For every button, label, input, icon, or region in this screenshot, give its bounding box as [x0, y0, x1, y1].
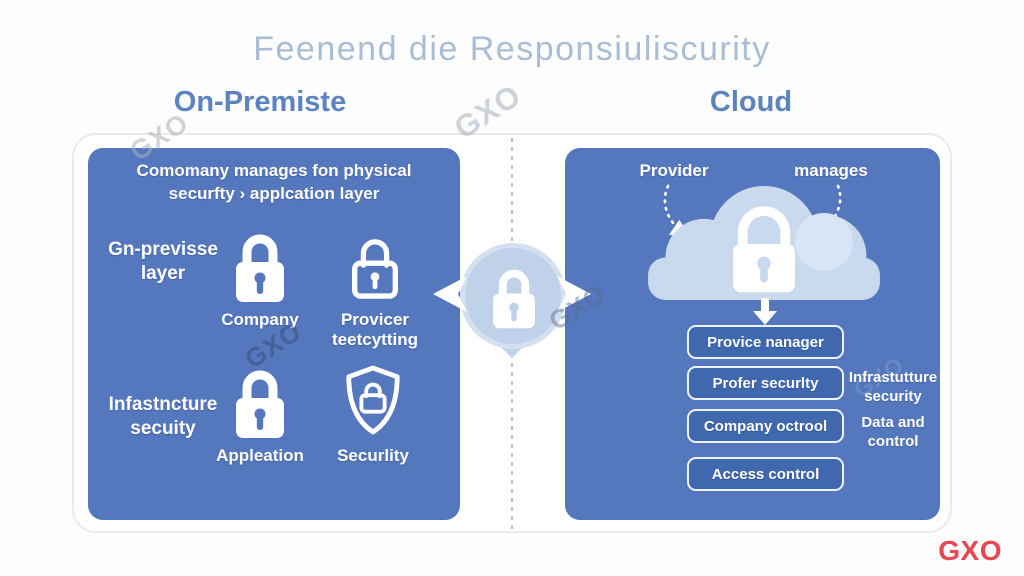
company-lock-icon [228, 228, 292, 309]
provider-label: Provider [639, 161, 709, 180]
infrastructure-security-label-left: Infastncture secuity [108, 394, 218, 439]
column-header-on-premise: On-Premiste [173, 86, 347, 118]
provider-encryption-lock-icon [346, 234, 404, 307]
company-label: Company [221, 310, 299, 329]
gxo-logo: GXO [938, 535, 1002, 566]
on-premise-layer-label: Gn-previsse layer [108, 239, 218, 284]
left-arrow-icon [433, 276, 467, 317]
provider-manager-button[interactable]: Provice nanager [687, 325, 844, 359]
infrastructure-security-label-right: Infrastutture security [848, 369, 938, 405]
security-shield-icon [342, 364, 404, 441]
access-control-button[interactable]: Access control [687, 457, 844, 491]
provider-security-button[interactable]: Profer securlty [687, 366, 844, 400]
provider-encryption-label: Provicer teetcytting [332, 310, 418, 349]
application-lock-icon [228, 364, 292, 445]
on-premise-caption-line1: Comomany manages fon physical [136, 161, 412, 180]
application-label: Appleation [216, 446, 304, 465]
on-premise-caption-line2: securfty › applcation layer [168, 183, 380, 203]
on-premise-panel: Comomany manages fon physical securfty ›… [88, 148, 460, 520]
down-arrow-icon [751, 298, 779, 331]
column-header-cloud: Cloud [709, 86, 793, 118]
company-control-button[interactable]: Company octrool [687, 409, 844, 443]
center-lock-icon [486, 264, 542, 335]
cloud-lock-icon [648, 186, 880, 305]
manages-label: manages [794, 161, 868, 180]
on-premise-caption: Comomany manages fon physical securfty ›… [88, 160, 460, 206]
center-lock-badge [460, 243, 566, 349]
right-arrow-icon [557, 276, 591, 317]
cloud-panel: Provider manages [565, 148, 940, 520]
page-title: Feenend die Responsiuliscurity [253, 30, 771, 68]
data-and-control-label: Data and control [861, 414, 925, 450]
security-label: Securlity [337, 446, 409, 465]
